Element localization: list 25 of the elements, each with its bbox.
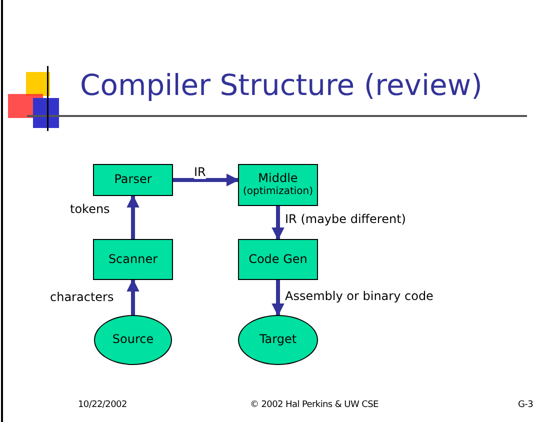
footer-date: 10/22/2002 (78, 400, 127, 410)
arrow (173, 174, 240, 186)
node-subtitle: (optimization) (242, 186, 314, 198)
footer-copyright: © 2002 Hal Perkins & UW CSE (250, 400, 378, 410)
arrow (272, 206, 284, 240)
edge-label: characters (50, 291, 114, 304)
node-label: Parser (114, 173, 152, 187)
node-label: Code Gen (248, 252, 308, 266)
slide-number: G-3 (518, 400, 534, 410)
node-label: Source (112, 333, 154, 347)
process-box (93, 239, 173, 280)
process-box (93, 164, 173, 196)
edge-label: Assembly or binary code (285, 290, 434, 304)
arrow (126, 194, 140, 239)
edge-label: IR (maybe different) (285, 213, 406, 226)
edge-label: tokens (70, 203, 110, 216)
edge-label: IR (194, 166, 206, 180)
process-box (238, 164, 318, 206)
node-label: Middle (258, 172, 298, 186)
arrow (126, 278, 140, 315)
node-label: Scanner (108, 252, 158, 266)
slide-title: Compiler Structure (review) (80, 68, 482, 102)
node-label: Target (259, 333, 297, 347)
arrow (272, 280, 284, 316)
process-box (238, 239, 318, 280)
